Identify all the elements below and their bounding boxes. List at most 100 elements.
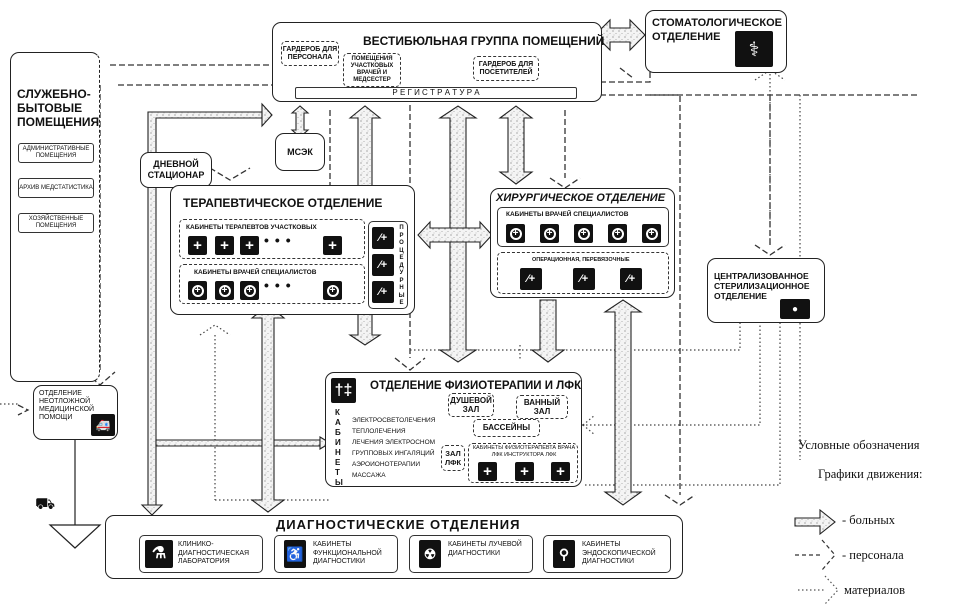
syringe-icon: ⁄+ bbox=[573, 268, 595, 290]
legend-materials: материалов bbox=[844, 583, 906, 597]
lfk-cabinets-label: Кабинеты физиотерапевта врача ЛФК инстру… bbox=[472, 445, 576, 458]
surgery-specialist-group: Кабинеты врачей специалистов + + + + + bbox=[497, 207, 669, 247]
specialist-icon: + bbox=[240, 281, 259, 300]
sterilization-department: Централизованное стерилизационное отделе… bbox=[707, 258, 825, 323]
cross-icon: + bbox=[478, 462, 497, 481]
cross-icon: + bbox=[215, 236, 234, 255]
shower-hall: Душевой зал bbox=[448, 393, 494, 417]
diagnostics-xray: ☢ Кабинеты лучевой диагностики bbox=[409, 535, 533, 573]
procedures-group: ⁄+ ⁄+ ⁄+ ПРОЦЕДУРНЫЕ bbox=[368, 221, 408, 309]
district-doctors-rooms: Помещения участковых врачей и медсестер bbox=[343, 53, 401, 87]
cross-icon: + bbox=[188, 236, 207, 255]
therapy-district-label: Кабинеты терапевтов участковых bbox=[186, 224, 317, 231]
physio-cabinet: Массажа bbox=[352, 472, 386, 479]
dental-title-1: Стоматологическое bbox=[652, 17, 782, 29]
diagnostics-title: Диагностические отделения bbox=[276, 517, 521, 532]
service-item-household: Хозяйственные помещения bbox=[18, 213, 94, 233]
therapy-specialist-group: Кабинеты врачей специалистов + + + ••• + bbox=[179, 264, 365, 304]
more-dots-icon: ••• bbox=[264, 277, 297, 293]
physio-cabinets-vertical: КАБИНЕТЫ bbox=[335, 408, 343, 487]
xray-icon: ☢ bbox=[419, 540, 441, 568]
legend-subtitle: Графики движения: bbox=[818, 467, 923, 481]
surgery-department: Хирургическое отделение Кабинеты врачей … bbox=[490, 188, 675, 298]
cross-icon: + bbox=[240, 236, 259, 255]
emergency-title: Отделение неотложной медицинской помощи bbox=[39, 390, 95, 421]
specialist-icon: + bbox=[506, 224, 525, 243]
service-item-admin: Административные помещения bbox=[18, 143, 94, 163]
legend-staff: - персонала bbox=[842, 548, 904, 562]
specialist-icon: + bbox=[540, 224, 559, 243]
sterilizer-icon: ● bbox=[780, 299, 810, 319]
operating-group: Операционная, перевязочные ⁄+ ⁄+ ⁄+ bbox=[497, 252, 669, 294]
therapy-department: Терапевтическое отделение Кабинеты терап… bbox=[170, 185, 415, 315]
day-hospital: Дневной стационар bbox=[140, 152, 212, 188]
cross-icon: + bbox=[323, 236, 342, 255]
physio-people-icon: †‡ bbox=[331, 378, 356, 403]
flask-icon: ⚗ bbox=[145, 540, 173, 568]
sterilization-title: Централизованное стерилизационное отделе… bbox=[714, 271, 810, 301]
lfk-cabinets-group: Кабинеты физиотерапевта врача ЛФК инстру… bbox=[468, 443, 578, 483]
specialist-icon: + bbox=[642, 224, 661, 243]
diagnostics-xray-label: Кабинеты лучевой диагностики bbox=[448, 541, 522, 557]
vestibule-title: Вестибюльная группа помещений bbox=[363, 34, 605, 48]
therapy-specialist-label: Кабинеты врачей специалистов bbox=[194, 269, 317, 276]
bath-hall: Ванный зал bbox=[516, 395, 568, 419]
registry: Р Е Г И С Т Р А Т У Р А bbox=[295, 87, 577, 99]
physio-cabinet: Аэроионотерапии bbox=[352, 461, 421, 468]
syringe-icon: ⁄+ bbox=[520, 268, 542, 290]
syringe-icon: ⁄+ bbox=[372, 227, 394, 249]
legend-title: Условные обозначения bbox=[798, 438, 920, 452]
diagnostics-endoscopy: ⚲ Кабинеты эндоскопической диагностики bbox=[543, 535, 671, 573]
dentist-icon: ⚕ bbox=[735, 31, 773, 67]
service-rooms: Служебно-бытовые помещения Административ… bbox=[10, 52, 100, 382]
wardrobe-visitors: Гардероб для посетителей bbox=[473, 56, 539, 81]
patient-icon: ♿ bbox=[284, 540, 306, 568]
physio-cabinet-list: Электросветолечения Теплолечения Лечения… bbox=[352, 415, 435, 481]
day-hospital-label: Дневной стационар bbox=[147, 159, 205, 180]
operating-label: Операционная, перевязочные bbox=[532, 257, 630, 263]
procedures-label: ПРОЦЕДУРНЫЕ bbox=[398, 225, 405, 306]
vestibule-group: Вестибюльная группа помещений Гардероб д… bbox=[272, 22, 605, 102]
physio-cabinet: Групповых ингаляций bbox=[352, 450, 435, 457]
legend-patients: - больных bbox=[842, 513, 896, 527]
physio-department: †‡ Отделение физиотерапии и ЛФК КАБИНЕТЫ… bbox=[325, 372, 582, 487]
diagnostics-endoscopy-label: Кабинеты эндоскопической диагностики bbox=[582, 541, 656, 565]
specialist-icon: + bbox=[574, 224, 593, 243]
msek-label: МСЭК bbox=[287, 147, 313, 157]
dental-title-2: отделение bbox=[652, 31, 721, 43]
therapy-district-group: Кабинеты терапевтов участковых + + + •••… bbox=[179, 219, 365, 259]
service-title: Служебно-бытовые помещения bbox=[17, 87, 100, 129]
emergency-department: Отделение неотложной медицинской помощи … bbox=[33, 385, 118, 440]
specialist-icon: + bbox=[188, 281, 207, 300]
endoscopy-icon: ⚲ bbox=[553, 540, 575, 568]
syringe-icon: ⁄+ bbox=[372, 281, 394, 303]
surgery-specialist-label: Кабинеты врачей специалистов bbox=[506, 211, 629, 218]
wardrobe-staff: Гардероб для персонала bbox=[281, 41, 339, 66]
more-dots-icon: ••• bbox=[264, 232, 297, 248]
cross-icon: + bbox=[515, 462, 534, 481]
physio-cabinet: Электросветолечения bbox=[352, 417, 436, 424]
specialist-icon: + bbox=[215, 281, 234, 300]
service-item-archive: Архив медстатистика bbox=[18, 178, 94, 198]
forklift-icon: ⛟ bbox=[35, 496, 56, 513]
diagnostics-functional: ♿ Кабинеты функциональной диагностики bbox=[274, 535, 398, 573]
pools: Бассейны bbox=[473, 419, 540, 437]
diagnostics-lab-label: Клинико-диагностическая лаборатория bbox=[178, 541, 250, 565]
physio-title: Отделение физиотерапии и ЛФК bbox=[370, 380, 582, 392]
dental-department: Стоматологическое отделение ⚕ bbox=[645, 10, 787, 73]
physio-cabinet: Лечения электросном bbox=[352, 439, 436, 446]
physio-cabinet: Теплолечения bbox=[352, 428, 406, 435]
diagnostics-lab: ⚗ Клинико-диагностическая лаборатория bbox=[139, 535, 263, 573]
cross-icon: + bbox=[551, 462, 570, 481]
surgery-title: Хирургическое отделение bbox=[496, 192, 666, 204]
syringe-icon: ⁄+ bbox=[372, 254, 394, 276]
specialist-icon: + bbox=[608, 224, 627, 243]
therapy-title: Терапевтическое отделение bbox=[183, 196, 383, 210]
lfk-hall: Зал ЛФК bbox=[441, 445, 465, 471]
ambulance-icon: 🚑 bbox=[91, 414, 115, 436]
syringe-icon: ⁄+ bbox=[620, 268, 642, 290]
diagnostics-functional-label: Кабинеты функциональной диагностики bbox=[313, 541, 382, 565]
diagnostics-departments: Диагностические отделения ⚗ Клинико-диаг… bbox=[105, 515, 683, 579]
msek-room: МСЭК bbox=[275, 133, 325, 171]
specialist-icon: + bbox=[323, 281, 342, 300]
